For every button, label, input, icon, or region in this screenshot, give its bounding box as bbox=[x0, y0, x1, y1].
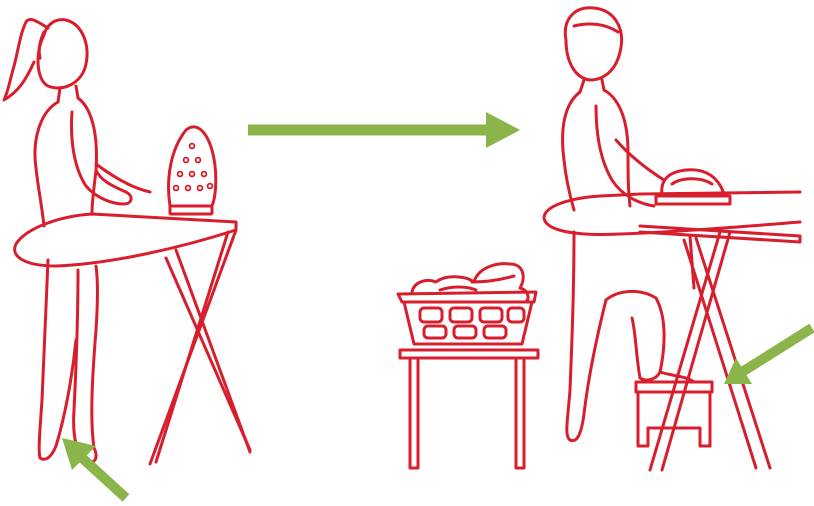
basket-rim bbox=[398, 292, 536, 302]
right-board-cord bbox=[690, 236, 694, 288]
left-board-top bbox=[15, 214, 236, 266]
transition-arrow bbox=[248, 112, 520, 148]
transition-arrow-head bbox=[486, 112, 520, 148]
man-head bbox=[565, 8, 621, 80]
man-leg-back bbox=[567, 232, 606, 441]
right-iron-base bbox=[656, 196, 730, 204]
man-figure bbox=[563, 8, 694, 441]
left-iron-steam-holes bbox=[174, 144, 213, 191]
basket-slot bbox=[508, 308, 524, 322]
woman-figure bbox=[4, 20, 150, 463]
table-leg-left bbox=[410, 358, 418, 468]
left-board-leg-4 bbox=[156, 232, 228, 462]
side-table bbox=[400, 350, 538, 468]
woman-hand bbox=[96, 164, 150, 192]
basket-slot bbox=[420, 308, 442, 322]
foot-arrow bbox=[62, 438, 126, 498]
woman-back bbox=[35, 102, 58, 226]
left-iron-body bbox=[169, 127, 216, 206]
basket-slot bbox=[424, 326, 446, 338]
step-stool bbox=[636, 382, 712, 446]
stool-body bbox=[638, 392, 710, 446]
left-iron-base bbox=[170, 206, 212, 214]
basket-clothes bbox=[412, 264, 528, 302]
woman-ponytail bbox=[4, 20, 48, 100]
woman-arm bbox=[72, 112, 132, 204]
basket-slot bbox=[484, 326, 506, 338]
man-leg-raised bbox=[606, 291, 664, 380]
laundry-basket bbox=[398, 264, 536, 344]
basket-slot bbox=[480, 308, 502, 322]
woman-ponytail-band bbox=[39, 32, 44, 58]
basket-slot bbox=[450, 308, 472, 322]
right-board-leg-4 bbox=[696, 238, 770, 468]
right-iron bbox=[656, 170, 730, 204]
stool-arrow bbox=[724, 328, 812, 384]
basket-slot bbox=[454, 326, 476, 338]
woman-leg-front bbox=[74, 266, 98, 462]
woman-neck bbox=[58, 86, 78, 102]
left-iron bbox=[169, 127, 216, 214]
man-hairline bbox=[574, 24, 618, 32]
left-ironing-board bbox=[15, 214, 250, 464]
right-iron-handle bbox=[672, 179, 712, 184]
woman-leg-back bbox=[39, 260, 76, 459]
man-back bbox=[563, 92, 580, 210]
table-leg-right bbox=[516, 358, 524, 468]
man-forearm bbox=[616, 140, 664, 180]
woman-head bbox=[38, 20, 87, 88]
man-neck bbox=[580, 80, 604, 92]
